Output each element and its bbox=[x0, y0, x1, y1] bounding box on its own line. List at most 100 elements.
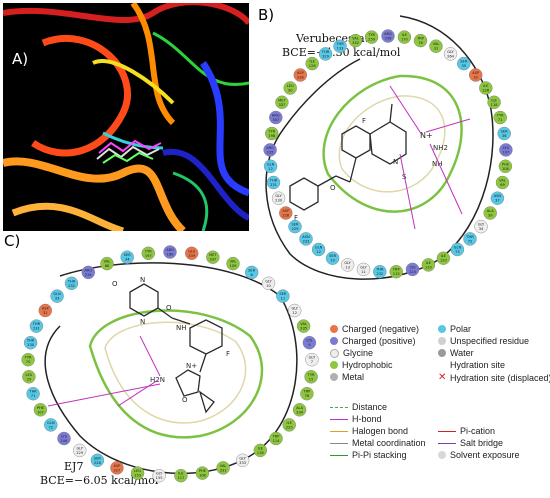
residue-marker bbox=[296, 319, 311, 333]
residue-marker bbox=[195, 466, 210, 480]
residue-label: 233 bbox=[303, 239, 310, 243]
residue-label: 228 bbox=[282, 214, 290, 218]
atom-f-2: F bbox=[294, 214, 298, 222]
residue-marker bbox=[373, 265, 387, 279]
residue-marker bbox=[22, 370, 36, 384]
residue-marker bbox=[44, 418, 58, 432]
atom-n-1: N bbox=[140, 276, 145, 284]
residue-label: VAL bbox=[300, 322, 307, 326]
residue-label: GLN bbox=[53, 292, 61, 296]
residue-marker bbox=[266, 175, 281, 190]
legend-water: Water bbox=[438, 348, 474, 358]
residue-label: ILE bbox=[491, 98, 497, 102]
atom-n-plus: N+ bbox=[420, 131, 433, 140]
residue-marker bbox=[348, 33, 363, 48]
residue-label: LYS bbox=[503, 146, 510, 150]
residue-marker bbox=[443, 47, 458, 61]
residue-label: GLY bbox=[156, 472, 163, 476]
residue-label: 72 bbox=[468, 239, 473, 243]
residue-marker bbox=[282, 418, 296, 432]
residue-marker bbox=[474, 219, 488, 234]
residue-marker bbox=[495, 175, 510, 190]
residue-marker bbox=[174, 468, 188, 483]
residue-label: ARG bbox=[166, 248, 174, 252]
residue-label: 227 bbox=[113, 468, 120, 472]
atom-f: F bbox=[226, 350, 230, 358]
panel-b-interaction-diagram: N+ NH2 NH N F F O S ARG256ILE170TRP76VAL… bbox=[263, 15, 513, 280]
residue-marker bbox=[498, 159, 513, 174]
residue-label: LEU bbox=[25, 373, 32, 377]
residue-marker bbox=[261, 276, 276, 290]
residue-marker bbox=[184, 246, 199, 260]
residue-label: 232 bbox=[376, 272, 383, 276]
residue-label: 36 bbox=[502, 134, 507, 138]
verubecestat-structure bbox=[289, 103, 407, 211]
residue-label: 109 bbox=[230, 264, 238, 268]
residue-marker bbox=[389, 265, 403, 279]
residue-marker bbox=[457, 56, 471, 71]
residue-label: 37 bbox=[495, 199, 500, 203]
residue-marker bbox=[333, 39, 347, 53]
residue-label: 234 bbox=[85, 273, 93, 277]
residue-marker bbox=[364, 30, 379, 44]
residue-label: ARG bbox=[272, 114, 280, 118]
residue-label: 12 bbox=[316, 250, 321, 254]
residue-label: MET bbox=[209, 253, 217, 257]
residue-label: LYS bbox=[409, 265, 416, 269]
residue-label: 259 bbox=[368, 38, 376, 42]
residue-label: ILE bbox=[426, 261, 432, 265]
residue-marker bbox=[381, 29, 395, 43]
legend-hbond: H-bond bbox=[330, 414, 382, 424]
atom-f-1: F bbox=[362, 117, 366, 125]
residue-marker bbox=[468, 68, 483, 82]
residue-label: 29 bbox=[27, 377, 32, 381]
residue-label: 231 bbox=[270, 183, 277, 187]
residue-label: 198 bbox=[268, 134, 276, 138]
residue-label: 118 bbox=[257, 451, 265, 455]
residue-label: 332 bbox=[352, 41, 359, 45]
residue-label: 107 bbox=[37, 410, 44, 414]
residue-label: TYR bbox=[496, 114, 504, 118]
residue-marker bbox=[120, 250, 134, 264]
residue-label: VAL bbox=[433, 42, 440, 46]
residue-marker bbox=[29, 319, 44, 333]
residue-label: 228 bbox=[94, 461, 102, 465]
residue-marker bbox=[421, 258, 436, 272]
residue-label: 337 bbox=[209, 258, 216, 262]
legend-pication: Pi-cation bbox=[438, 426, 495, 436]
residue-label: TRP bbox=[302, 390, 311, 394]
residue-label: 31 bbox=[43, 311, 48, 315]
atom-o-methoxy: O bbox=[112, 280, 118, 288]
residue-label: ARG bbox=[266, 146, 274, 150]
residue-label: 10 bbox=[266, 284, 271, 288]
residue-label: 224 bbox=[409, 270, 417, 274]
residue-label: 72 bbox=[49, 425, 54, 429]
residue-marker bbox=[304, 370, 318, 384]
legend-metal: Metal bbox=[330, 372, 364, 382]
residue-label: 197 bbox=[145, 254, 152, 258]
residue-label: 71 bbox=[498, 118, 503, 122]
residue-label: 155 bbox=[156, 476, 163, 480]
residue-label: GLY bbox=[447, 50, 454, 54]
residue-label: 225 bbox=[286, 425, 293, 429]
residue-marker bbox=[283, 81, 297, 95]
residue-marker bbox=[163, 245, 177, 259]
residue-label: 15 bbox=[309, 377, 314, 381]
residue-label: 12 bbox=[292, 311, 297, 315]
residue-label: 334 bbox=[296, 410, 304, 414]
atom-o-amide: O bbox=[166, 304, 172, 312]
residue-marker bbox=[279, 206, 293, 220]
residue-label: 114 bbox=[273, 439, 281, 443]
residue-marker bbox=[38, 303, 52, 318]
legend-hydration-displaced: ✕Hydration site (displaced) bbox=[438, 372, 550, 383]
residue-marker bbox=[33, 403, 48, 417]
residue-label: GLY bbox=[309, 356, 316, 360]
residue-label: 264 bbox=[447, 54, 455, 58]
residue-marker bbox=[405, 262, 420, 277]
residue-marker bbox=[130, 466, 145, 480]
residue-label: 231 bbox=[33, 327, 40, 331]
residue-label: ASP bbox=[472, 71, 480, 75]
residue-label: 331 bbox=[220, 468, 227, 472]
residue-label: ASP bbox=[282, 209, 290, 213]
residue-label: 226 bbox=[482, 89, 490, 93]
